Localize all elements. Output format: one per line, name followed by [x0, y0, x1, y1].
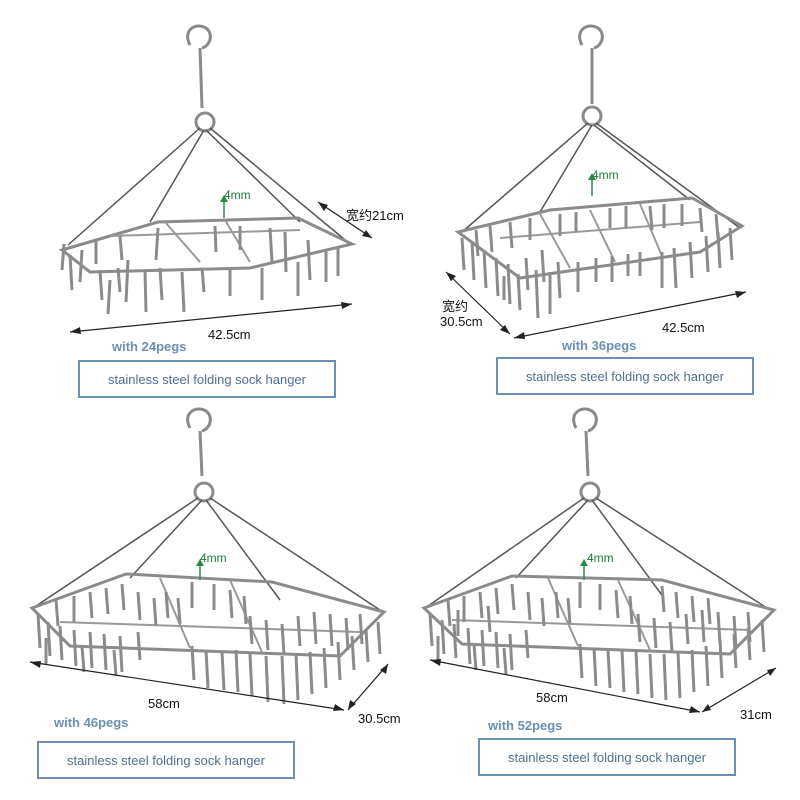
length-dimension-label: 42.5cm — [208, 327, 251, 342]
caption-text: stainless steel folding sock hanger — [66, 752, 265, 768]
width-dimension-label-prefix: 宽约 — [442, 299, 469, 314]
caption-text: stainless steel folding sock hanger — [507, 749, 706, 765]
caption-text: stainless steel folding sock hanger — [107, 371, 306, 387]
caption-box: stainless steel folding sock hanger — [478, 738, 736, 776]
product-panel-46pegs: 4mm 58cm 30.5cm with 46pegs stainless st… — [0, 400, 401, 800]
thickness-label: 4mm — [587, 551, 614, 565]
hanger-24pegs-illustration — [58, 24, 373, 334]
product-panel-52pegs: 4mm 58cm 31cm with 52pegs stainless stee… — [400, 400, 800, 800]
width-dimension-label: 30.5cm — [440, 314, 483, 329]
length-dimension-label: 42.5cm — [662, 320, 705, 335]
caption-box: stainless steel folding sock hanger — [37, 741, 295, 779]
hanger-52pegs-illustration — [421, 407, 777, 713]
length-dimension-label: 58cm — [148, 696, 180, 711]
width-dimension-label: 宽约21cm — [346, 208, 404, 223]
caption-text: stainless steel folding sock hanger — [525, 368, 724, 384]
peg-count-label: with 46pegs — [54, 715, 129, 730]
thickness-label: 4mm — [592, 168, 619, 182]
peg-count-label: with 52pegs — [488, 718, 563, 733]
thickness-label: 4mm — [200, 551, 227, 565]
length-dimension-label: 58cm — [536, 690, 568, 705]
product-panel-36pegs: 4mm 宽约 30.5cm 42.5cm with 36pegs stainle… — [400, 0, 800, 400]
caption-box: stainless steel folding sock hanger — [496, 357, 754, 395]
peg-count-label: with 36pegs — [562, 338, 637, 353]
peg-count-label: with 24pegs — [112, 339, 187, 354]
product-panel-24pegs: 4mm 宽约21cm 42.5cm with 24pegs stainless … — [0, 0, 404, 400]
thickness-label: 4mm — [224, 188, 251, 202]
hanger-36pegs-illustration — [445, 24, 747, 339]
hanger-46pegs-illustration — [29, 407, 389, 711]
caption-box: stainless steel folding sock hanger — [78, 360, 336, 398]
width-dimension-label: 30.5cm — [358, 711, 401, 726]
width-dimension-label: 31cm — [740, 707, 772, 722]
